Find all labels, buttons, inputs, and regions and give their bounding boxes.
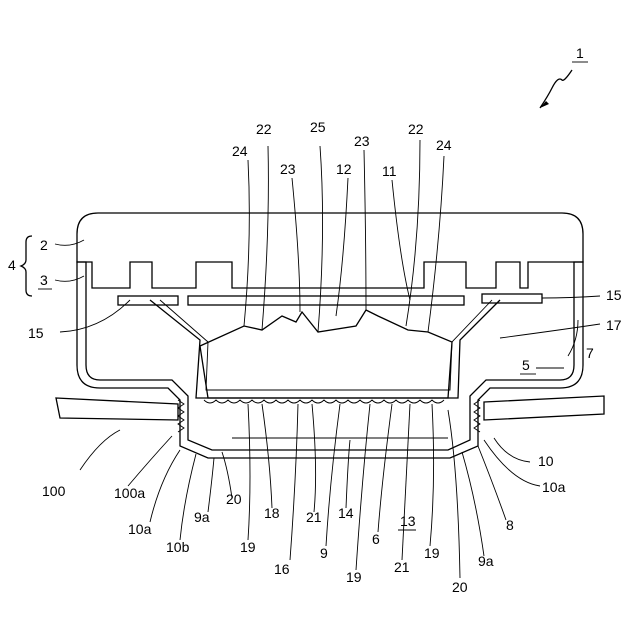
label-10b: 10b <box>166 539 190 555</box>
label-18: 18 <box>264 505 280 521</box>
label-3: 3 <box>40 272 48 288</box>
panel-left <box>56 398 178 420</box>
label-19-left: 19 <box>240 539 256 555</box>
thread-left <box>178 400 184 432</box>
label-20-right: 20 <box>452 579 468 595</box>
label-9a-left: 9a <box>194 509 210 525</box>
panel-right <box>484 396 604 420</box>
label-4: 4 <box>8 257 16 273</box>
label-2: 2 <box>40 237 48 253</box>
vibration-plate <box>188 296 464 305</box>
label-24-right: 24 <box>436 137 452 153</box>
label-1: 1 <box>576 45 584 61</box>
figure-arrow <box>540 70 572 108</box>
bracket-4 <box>21 236 32 296</box>
damping-wave <box>204 400 444 403</box>
label-23-left: 23 <box>280 161 296 177</box>
label-20-left: 20 <box>226 491 242 507</box>
label-10: 10 <box>538 453 554 469</box>
label-7: 7 <box>586 345 594 361</box>
label-11: 11 <box>382 163 397 179</box>
label-22-left: 22 <box>256 121 272 137</box>
flange-left <box>118 296 178 305</box>
label-24-left: 24 <box>232 143 248 159</box>
cover-lid <box>77 213 583 288</box>
label-15-right: 15 <box>606 287 622 303</box>
label-100: 100 <box>42 483 66 499</box>
label-22-right: 22 <box>408 121 424 137</box>
label-100a: 100a <box>114 485 145 501</box>
label-23-right: 23 <box>354 133 370 149</box>
label-10a-right: 10a <box>542 479 566 495</box>
label-21-left: 21 <box>306 509 322 525</box>
label-13: 13 <box>400 513 416 529</box>
label-14: 14 <box>338 505 354 521</box>
support-cup <box>150 300 500 398</box>
label-17: 17 <box>606 317 622 333</box>
label-12: 12 <box>336 161 352 177</box>
label-10a-left: 10a <box>128 521 152 537</box>
label-6: 6 <box>372 531 380 547</box>
label-15-left: 15 <box>28 325 44 341</box>
label-19-mid: 19 <box>346 569 362 585</box>
label-19-right: 19 <box>424 545 440 561</box>
label-21-right: 21 <box>394 559 410 575</box>
label-9a-right: 9a <box>478 553 494 569</box>
label-25: 25 <box>310 119 326 135</box>
label-16: 16 <box>274 561 290 577</box>
label-9: 9 <box>320 545 328 561</box>
damping-body <box>200 310 452 398</box>
label-8: 8 <box>506 517 514 533</box>
housing-shell <box>77 262 583 458</box>
leader-lines <box>55 140 600 578</box>
support-cup-inner <box>160 300 492 390</box>
label-5: 5 <box>522 357 530 373</box>
thread-right <box>474 400 480 432</box>
